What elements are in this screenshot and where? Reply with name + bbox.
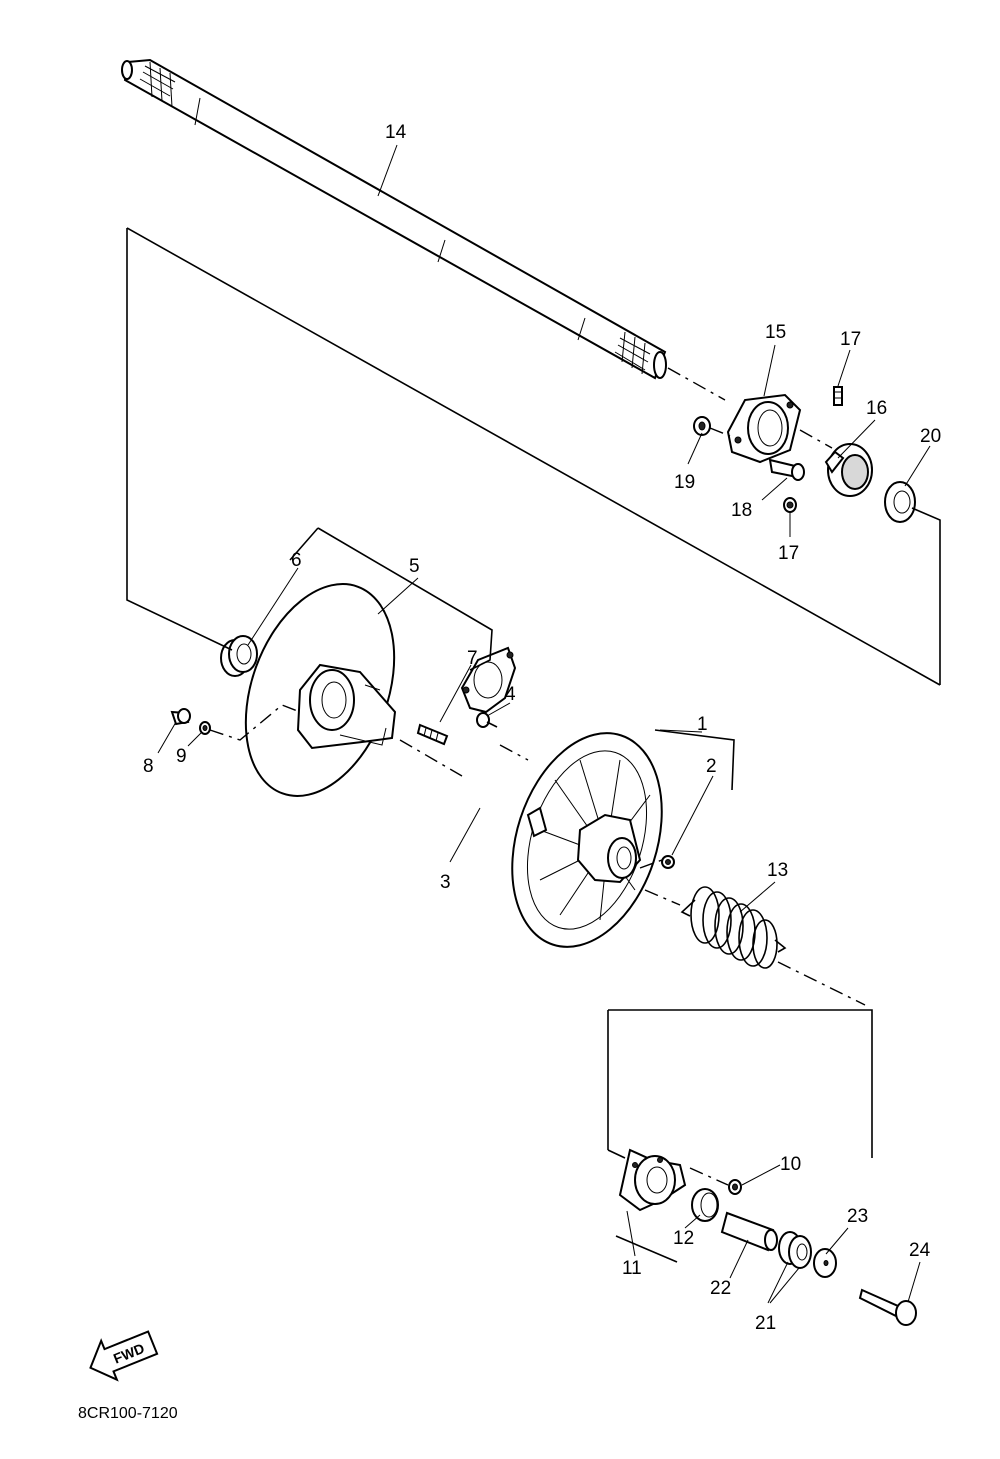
spring-seat <box>618 1148 687 1212</box>
bolt-8 <box>170 708 191 726</box>
callout-2: 2 <box>706 756 717 777</box>
collar <box>720 1211 778 1252</box>
callout-24: 24 <box>909 1240 931 1261</box>
callout-4: 4 <box>505 684 516 705</box>
stud-bolt <box>416 723 449 746</box>
washer-23 <box>813 1248 837 1278</box>
callout-17: 17 <box>840 329 861 350</box>
callout-18: 18 <box>731 500 752 521</box>
callout-19: 19 <box>674 472 695 493</box>
callout-labels: 14 15 17 16 20 19 18 17 6 5 7 4 1 8 9 2 … <box>143 122 941 1334</box>
bolt <box>768 458 805 481</box>
set-screw-lower <box>783 497 797 513</box>
callout-23: 23 <box>847 1206 868 1227</box>
drive-shaft <box>121 58 667 380</box>
fwd-arrow: FWD <box>89 1330 159 1382</box>
washer <box>884 481 916 523</box>
callout-10: 10 <box>780 1154 801 1175</box>
washer-9 <box>199 721 211 735</box>
oil-seal <box>220 635 258 677</box>
callout-20: 20 <box>920 426 941 447</box>
bushing <box>691 1188 719 1222</box>
roller <box>778 1231 812 1269</box>
movable-sheave <box>511 732 663 948</box>
callout-5: 5 <box>409 556 420 577</box>
callout-16: 16 <box>866 398 887 419</box>
callout-7: 7 <box>467 648 478 669</box>
diagram-code: 8CR100-7120 <box>78 1405 178 1422</box>
callout-21: 21 <box>755 1313 776 1334</box>
screw-4 <box>476 712 498 728</box>
nut <box>693 416 711 436</box>
callout-9: 9 <box>176 746 187 767</box>
bearing <box>824 443 873 497</box>
gasket-plate <box>460 646 517 714</box>
fixed-sheave <box>244 583 397 797</box>
callout-17-lower: 17 <box>778 543 799 564</box>
callout-14: 14 <box>385 122 407 143</box>
bearing-housing <box>726 393 802 464</box>
callout-1: 1 <box>697 714 708 735</box>
callout-12: 12 <box>673 1228 694 1249</box>
callout-6: 6 <box>291 550 302 571</box>
callout-8: 8 <box>143 756 154 777</box>
reference-lines <box>126 227 941 1263</box>
leader-lines <box>157 144 931 1304</box>
spring <box>680 886 787 969</box>
callout-15: 15 <box>765 322 786 343</box>
callout-3: 3 <box>440 872 451 893</box>
bolt-24 <box>858 1288 917 1326</box>
nut-10 <box>728 1179 742 1195</box>
set-screw <box>833 386 843 406</box>
callout-11: 11 <box>622 1258 642 1279</box>
callout-22: 22 <box>710 1278 731 1299</box>
screw-2 <box>661 855 675 869</box>
callout-13: 13 <box>767 860 788 881</box>
